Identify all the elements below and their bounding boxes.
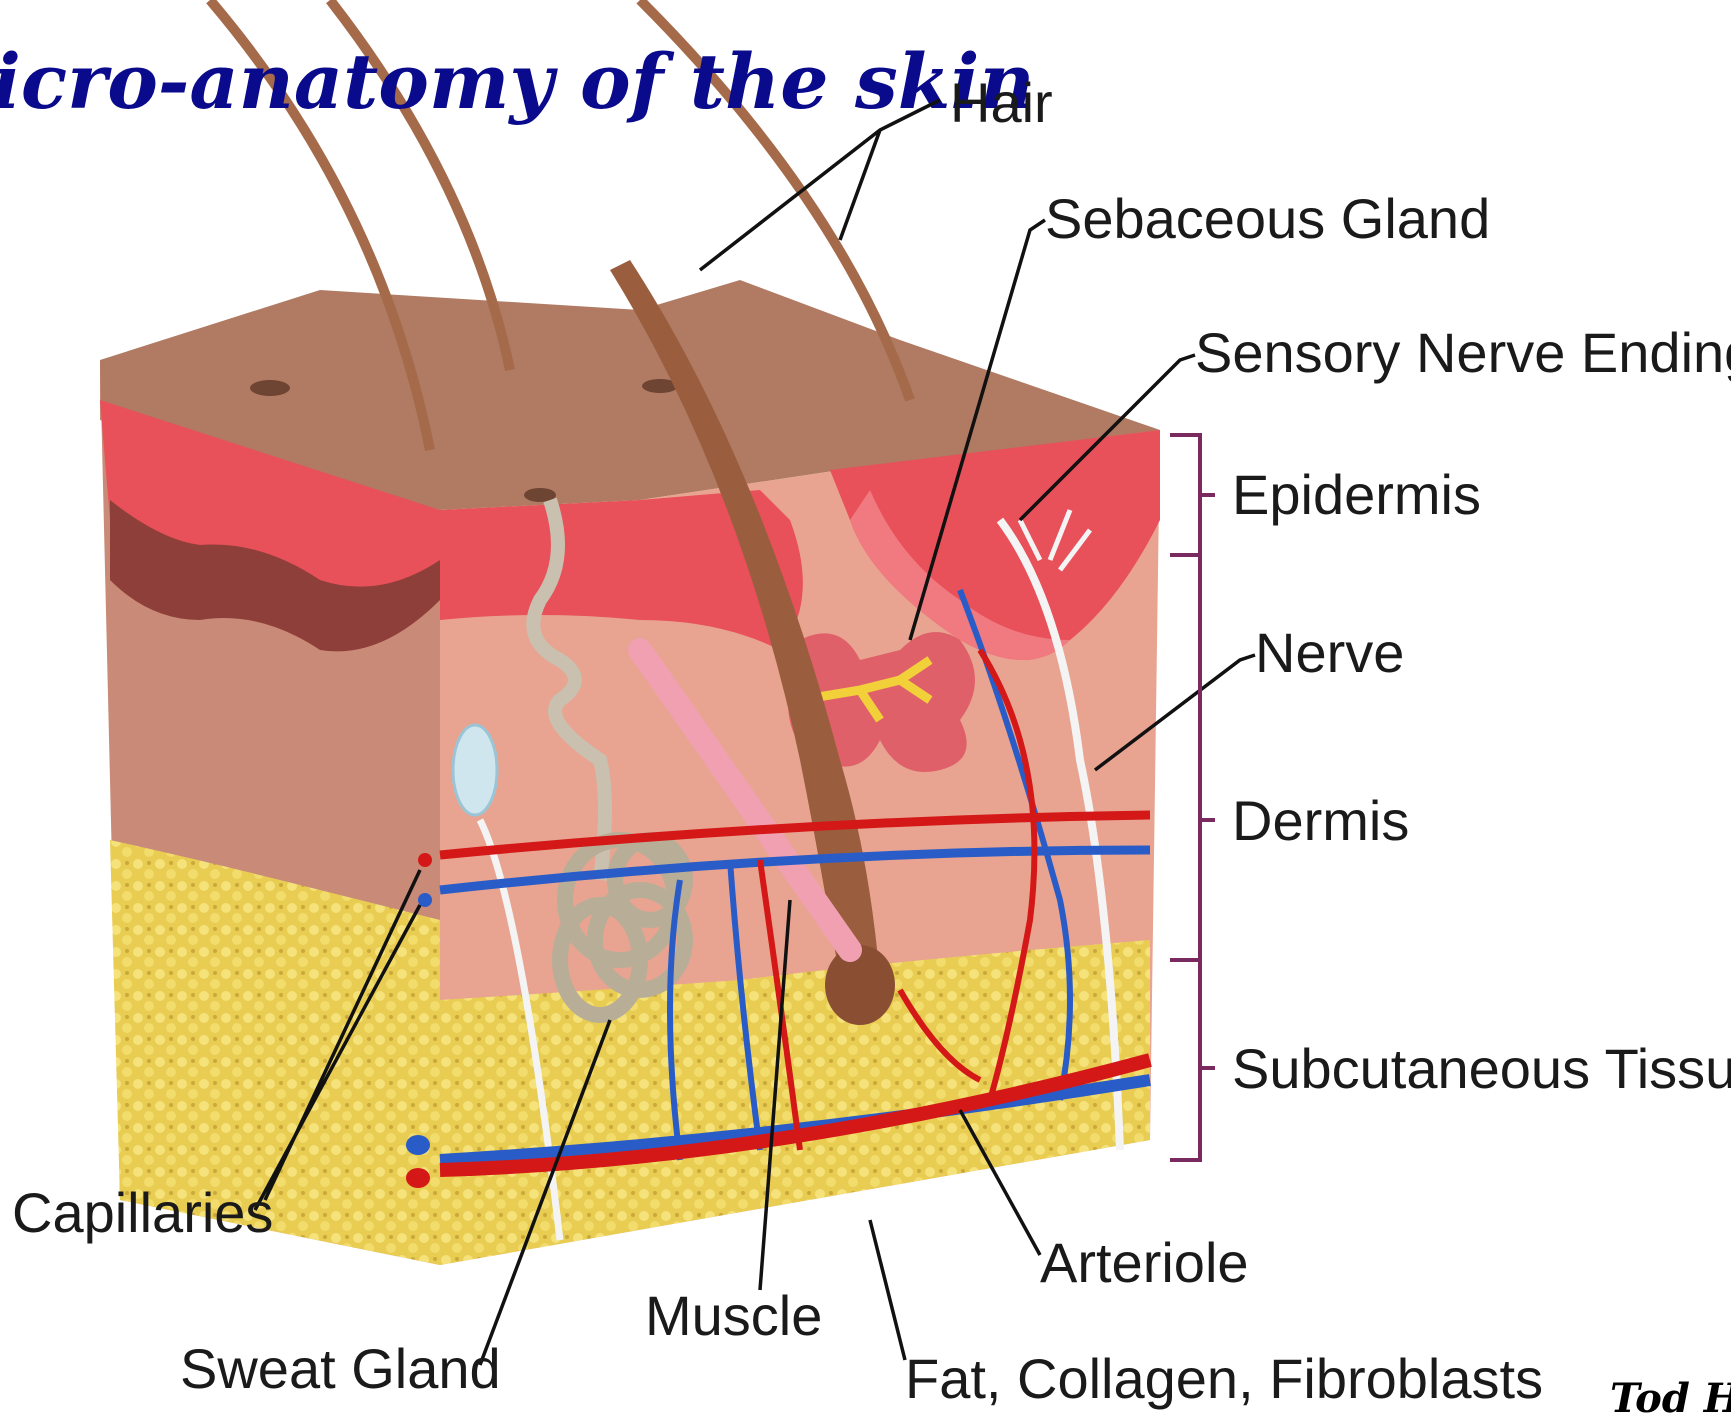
label-epidermis: Epidermis [1232, 463, 1481, 526]
epidermis-bracket [1170, 435, 1215, 555]
label-sweat-gland: Sweat Gland [180, 1337, 501, 1400]
label-muscle: Muscle [645, 1284, 822, 1347]
label-dermis: Dermis [1232, 789, 1409, 852]
label-subcutaneous-tissue: Subcutaneous Tissue [1232, 1037, 1731, 1100]
vessel-end [406, 1168, 430, 1188]
label-arteriole: Arteriole [1040, 1231, 1249, 1294]
vessel-end [418, 853, 432, 867]
pore [250, 380, 290, 396]
skin-block [100, 0, 1160, 1265]
label-capillaries: Capillaries [12, 1181, 273, 1244]
diagram-title: icro-anatomy of the skin [0, 37, 1035, 126]
pacinian-corpuscle [453, 725, 497, 815]
credit-text: Tod H [1610, 1375, 1731, 1413]
label-nerve: Nerve [1255, 621, 1404, 684]
label-sensory-nerve-ending: Sensory Nerve Ending [1195, 321, 1731, 384]
label-sebaceous-gland: Sebaceous Gland [1045, 187, 1490, 250]
vessel-end [406, 1135, 430, 1155]
hair-bulb [825, 945, 895, 1025]
subcutaneous-bracket [1170, 960, 1215, 1160]
dermis-bracket [1170, 555, 1215, 960]
fat-leader [870, 1220, 905, 1360]
label-hair: Hair [950, 71, 1053, 134]
vessel-end [418, 893, 432, 907]
layer-brackets [1170, 435, 1215, 1160]
label-fat-collagen-fibroblasts: Fat, Collagen, Fibroblasts [905, 1347, 1543, 1410]
